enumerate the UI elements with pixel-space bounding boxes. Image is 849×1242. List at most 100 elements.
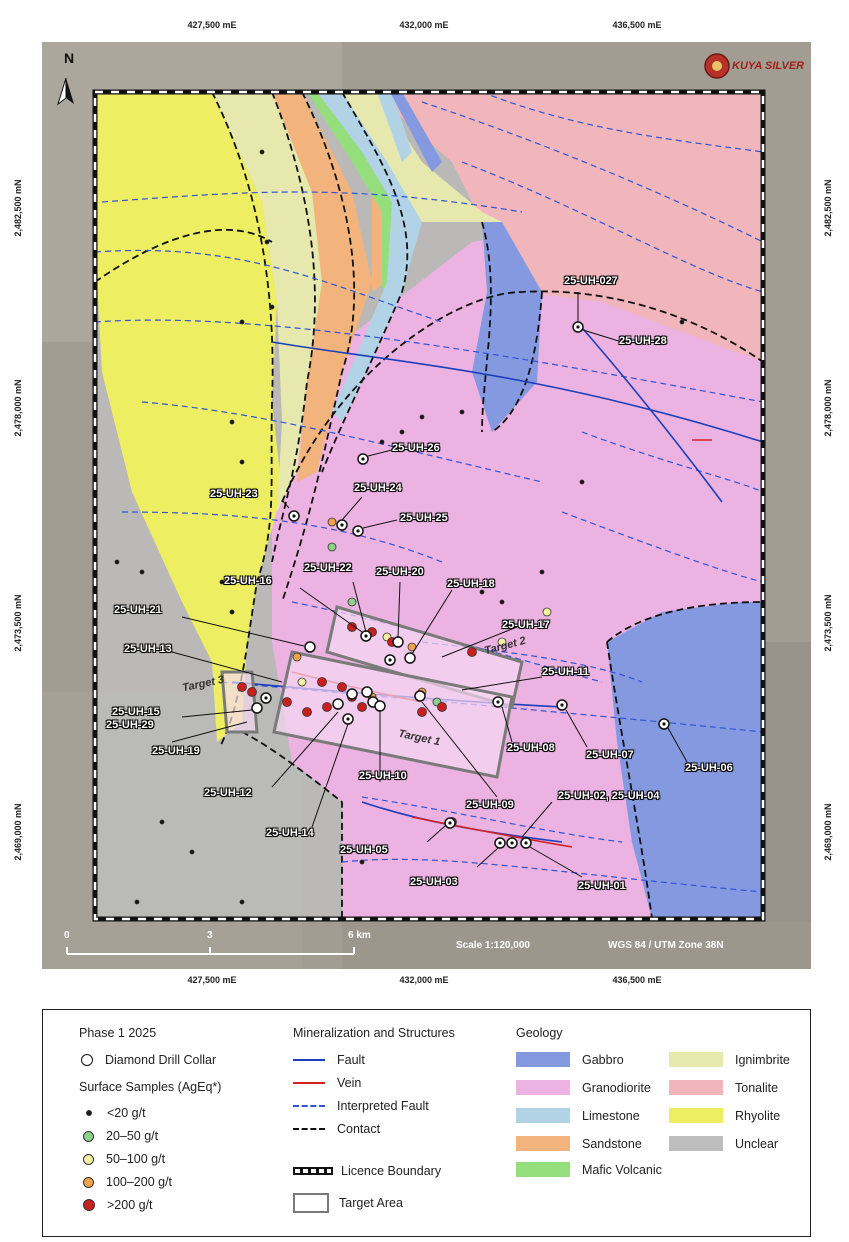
sample-dot-icon <box>83 1130 94 1142</box>
hole-label: 25-UH-13 <box>124 643 172 655</box>
faults <box>231 321 764 843</box>
legend-geology-label: Gabbro <box>582 1052 624 1067</box>
legend-collar-label: Diamond Drill Collar <box>105 1053 217 1067</box>
legend-geology-label: Mafic Volcanic <box>582 1162 662 1177</box>
northing-label: 2,478,000 mN <box>823 379 833 437</box>
hole-label: 25-UH-12 <box>204 787 252 799</box>
legend-licence-label: Licence Boundary <box>341 1164 442 1178</box>
geology-swatch <box>516 1108 570 1123</box>
legend-geology-label: Tonalite <box>735 1080 779 1095</box>
sample-dot-icon <box>83 1176 94 1188</box>
interpreted-fault-icon <box>293 1105 325 1107</box>
geology-map <box>42 42 811 969</box>
sample-dot-icon <box>83 1153 94 1165</box>
legend-sample-label: 20–50 g/t <box>106 1129 159 1143</box>
hole-label: 25-UH-28 <box>619 335 667 347</box>
hole-label: 25-UH-07 <box>586 749 634 761</box>
scale-tick-0: 0 <box>64 930 70 941</box>
legend-structure-label: Contact <box>337 1122 381 1136</box>
geology-swatch <box>516 1136 570 1151</box>
contact-line-icon <box>293 1128 325 1130</box>
legend-geology-4: Mafic Volcanic <box>516 1162 662 1177</box>
hole-label: 25-UH-027 <box>564 275 618 287</box>
hole-label: 25-UH-19 <box>152 745 200 757</box>
brand-name: KUYA SILVER <box>732 60 805 72</box>
hole-label: 25-UH-18 <box>447 578 495 590</box>
unit-rhyolite <box>95 92 282 742</box>
easting-label: 427,500 mE <box>187 975 237 985</box>
easting-label: 436,500 mE <box>612 20 662 30</box>
legend-sample-4: >200 g/t <box>83 1198 153 1212</box>
geology-swatch <box>516 1052 570 1067</box>
legend-sample-label: <20 g/t <box>107 1106 146 1120</box>
licence-boundary-dash <box>93 90 765 921</box>
hole-label: 25-UH-09 <box>466 799 514 811</box>
hole-label: 25-UH-02, 25-UH-04 <box>558 790 660 802</box>
hole-label: 25-UH-25 <box>400 512 448 524</box>
easting-label: 427,500 mE <box>187 20 237 30</box>
hole-label: 25-UH-15 <box>112 706 160 718</box>
hole-label: 25-UH-06 <box>685 762 733 774</box>
target-1-box <box>272 650 514 779</box>
legend-geology-2: Limestone <box>516 1108 640 1123</box>
sample-dot-icon <box>83 1199 95 1211</box>
hole-label: 25-UH-20 <box>376 566 424 578</box>
geology-swatch <box>516 1080 570 1095</box>
legend-sample-1: 20–50 g/t <box>83 1129 158 1143</box>
unit-gabbro <box>472 222 542 432</box>
contacts <box>94 91 764 920</box>
unit-gabbro-3 <box>607 602 763 919</box>
crs-text: WGS 84 / UTM Zone 38N <box>608 940 724 951</box>
legend-geology-label: Limestone <box>582 1108 640 1123</box>
label-leaders <box>171 292 688 878</box>
northing-label: 2,469,000 mN <box>823 803 833 861</box>
hole-label: 25-UH-24 <box>354 482 402 494</box>
legend-interpreted-fault: Interpreted Fault <box>293 1099 429 1113</box>
hole-label: 25-UH-26 <box>392 442 440 454</box>
hole-label: 25-UH-05 <box>340 844 388 856</box>
legend-geology-label: Granodiorite <box>582 1080 651 1095</box>
hole-label: 25-UH-11 <box>542 666 590 678</box>
legend-geology-0: Gabbro <box>516 1052 624 1067</box>
scale-bar <box>66 947 355 955</box>
legend-sample-label: >200 g/t <box>107 1198 153 1212</box>
legend-geology-label: Rhyolite <box>735 1108 781 1123</box>
legend-sample-3: 100–200 g/t <box>83 1175 172 1189</box>
north-arrow-right <box>66 78 74 104</box>
hole-label: 25-UH-23 <box>210 488 258 500</box>
legend-sample-0: <20 g/t <box>83 1106 146 1120</box>
legend-collar: Diamond Drill Collar <box>81 1053 216 1067</box>
north-label: N <box>64 50 75 66</box>
hole-label: 25-UH-01 <box>578 880 626 892</box>
geology-swatch <box>669 1108 723 1123</box>
legend-licence: Licence Boundary <box>293 1164 441 1178</box>
legend-geology-label: Ignimbrite <box>735 1052 790 1067</box>
hole-label: 25-UH-29 <box>106 719 154 731</box>
legend-geology-3: Sandstone <box>516 1136 642 1151</box>
hole-label: 25-UH-08 <box>507 742 555 754</box>
northing-label: 2,469,000 mN <box>13 803 23 861</box>
geology-swatch <box>669 1136 723 1151</box>
northing-label: 2,473,500 mN <box>823 594 833 652</box>
legend-geology-1: Granodiorite <box>516 1080 651 1095</box>
drill-collars <box>251 321 670 849</box>
easting-label: 432,000 mE <box>399 975 449 985</box>
target-area-icon <box>293 1193 329 1213</box>
legend-fault: Fault <box>293 1053 365 1067</box>
legend-phase-title: Phase 1 2025 <box>79 1026 157 1040</box>
unit-limestone-2 <box>377 92 412 162</box>
scale-text: Scale 1:120,000 <box>456 940 530 951</box>
scale-tick-6: 6 km <box>348 930 371 941</box>
legend-geology-label: Sandstone <box>582 1136 642 1151</box>
easting-label: 432,000 mE <box>399 20 449 30</box>
unit-mafic-volcanic <box>307 92 392 292</box>
legend-geology-6: Tonalite <box>669 1080 778 1095</box>
fault-line-icon <box>293 1059 325 1061</box>
legend-structure-label: Interpreted Fault <box>337 1099 429 1113</box>
legend-target-label: Target Area <box>339 1196 403 1210</box>
unit-tonalite <box>372 92 763 362</box>
map-legend: Phase 1 2025 Diamond Drill Collar Surfac… <box>42 1009 811 1237</box>
scale-tick-3: 3 <box>207 930 213 941</box>
northing-label: 2,482,500 mN <box>823 179 833 237</box>
legend-vein: Vein <box>293 1076 361 1090</box>
